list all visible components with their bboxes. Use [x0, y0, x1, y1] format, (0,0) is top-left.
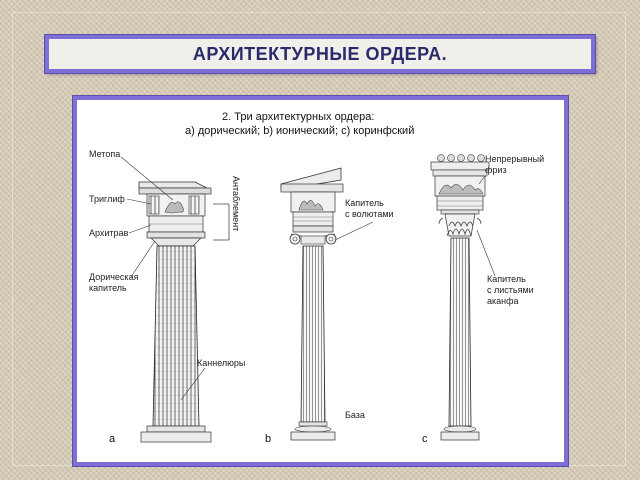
slide-title-box: АРХИТЕКТУРНЫЕ ОРДЕРА.: [45, 35, 595, 73]
label-volute-capital-2: с волютами: [345, 209, 394, 219]
orders-figure: 2. Три архитектурных ордера: а) дорическ…: [73, 96, 568, 466]
ionic-column: [280, 167, 344, 441]
figure-caption-line1: 2. Три архитектурных ордера:: [222, 111, 374, 123]
label-kannelyury: Каннелюры: [197, 358, 245, 368]
doric-column: [138, 181, 212, 443]
figure-caption-line2: а) дорический; b) ионический; с) коринфс…: [185, 125, 414, 137]
label-arhitrav: Архитрав: [89, 228, 129, 238]
label-volute-capital-1: Капитель: [345, 198, 384, 208]
label-acanthus-capital-1: Капитель: [487, 274, 526, 284]
label-triglif: Триглиф: [89, 194, 125, 204]
letter-b: b: [265, 433, 271, 445]
label-antablement: Антаблемент: [231, 176, 241, 231]
label-frieze-2: фриз: [485, 165, 507, 175]
label-acanthus-capital-3: аканфа: [487, 296, 519, 306]
letter-a: a: [109, 433, 116, 445]
letter-c: c: [422, 433, 428, 445]
corinthian-column: [430, 154, 490, 441]
orders-illustration: 2. Три архитектурных ордера: а) дорическ…: [89, 111, 544, 445]
slide-title: АРХИТЕКТУРНЫЕ ОРДЕРА.: [192, 43, 448, 64]
label-metopa: Метопа: [89, 149, 120, 159]
label-doric-capital-2: капитель: [89, 283, 127, 293]
label-doric-capital-1: Дорическая: [89, 272, 139, 282]
label-baza: База: [345, 410, 365, 420]
label-acanthus-capital-2: с листьями: [487, 285, 534, 295]
label-frieze-1: Непрерывный: [485, 154, 544, 164]
